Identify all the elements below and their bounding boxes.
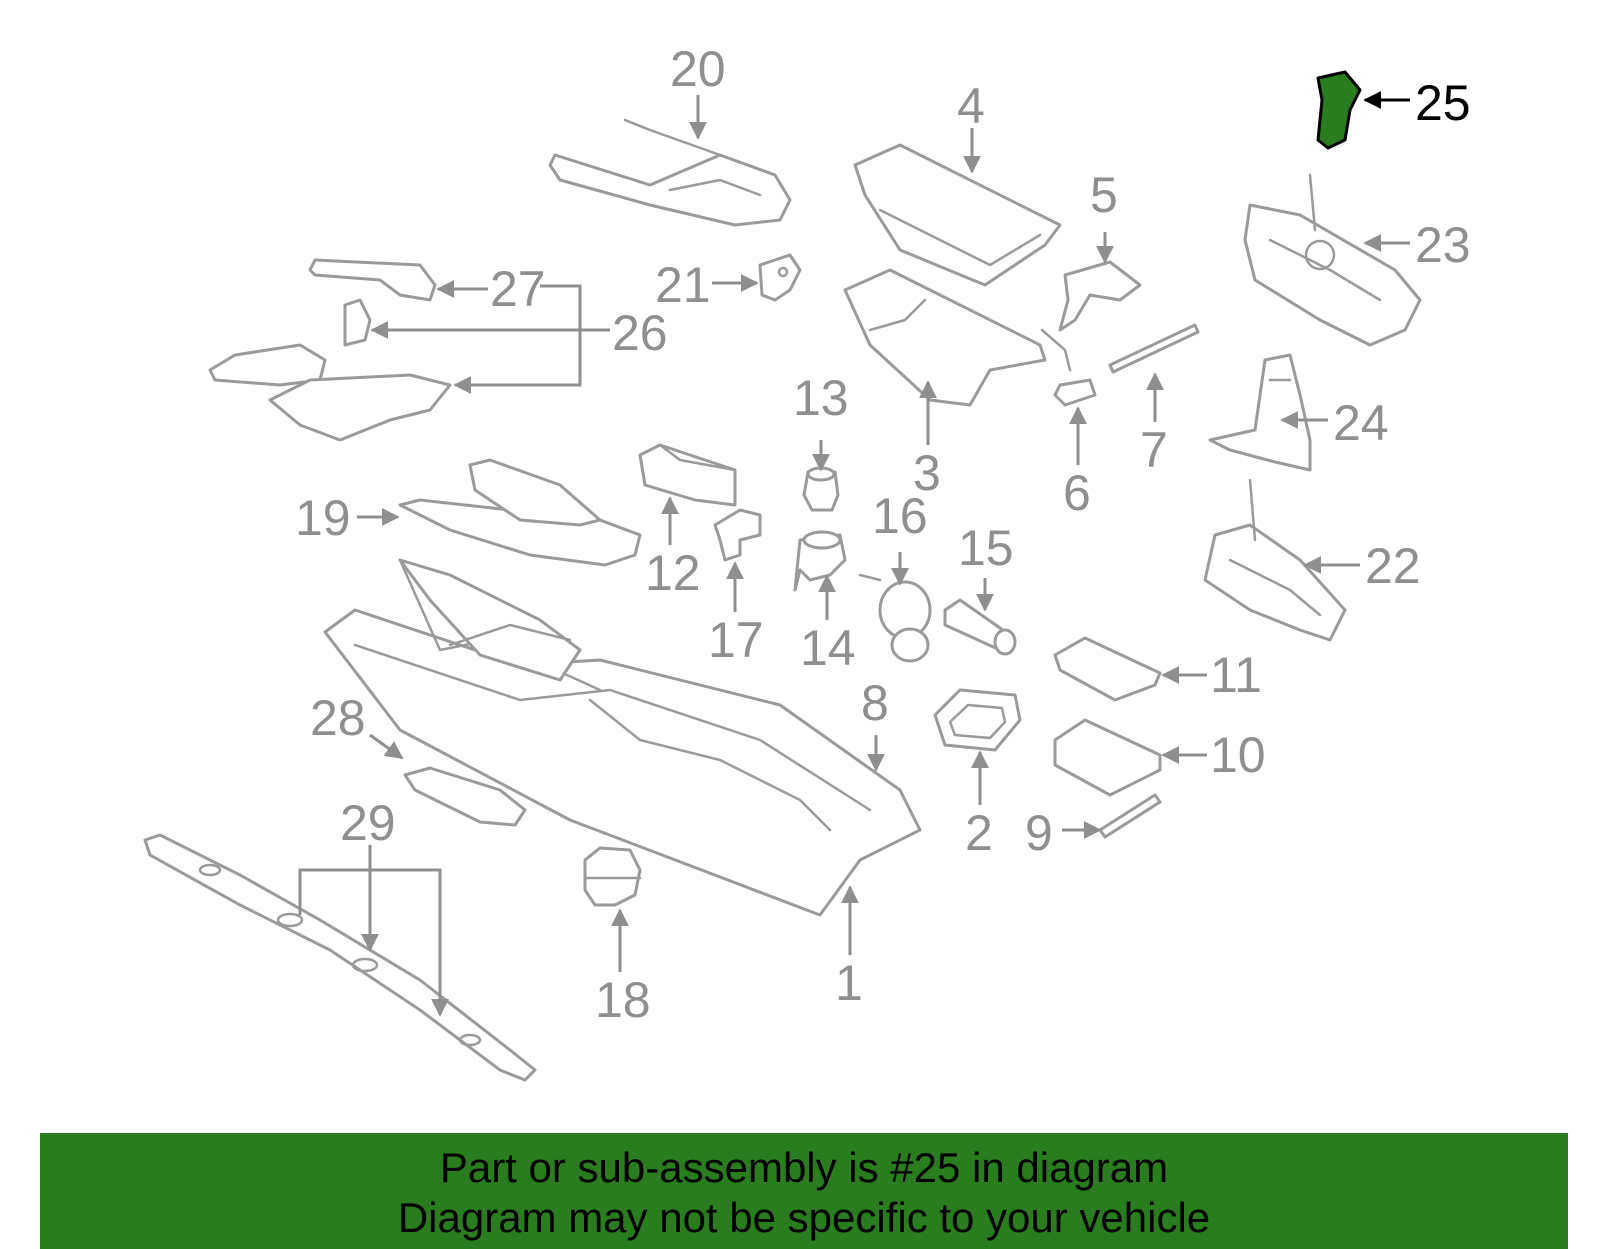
part-13-socket bbox=[802, 466, 840, 512]
part-18-switch bbox=[583, 846, 642, 907]
callout-7: 7 bbox=[1140, 422, 1168, 478]
part-27-handbrake-trim bbox=[308, 258, 437, 302]
part-6-clip bbox=[1040, 328, 1097, 407]
part-3-armrest-base bbox=[843, 268, 1047, 407]
part-12-storage-box bbox=[638, 443, 737, 507]
part-4-armrest-lid bbox=[853, 143, 1062, 287]
part-25-shift-knob bbox=[1316, 70, 1362, 150]
callout-10: 10 bbox=[1210, 727, 1266, 783]
callout-6: 6 bbox=[1063, 465, 1091, 521]
part-14-socket-housing bbox=[793, 530, 847, 592]
callout-23: 23 bbox=[1415, 217, 1471, 273]
part-1-center-console bbox=[323, 558, 922, 917]
callout-19: 19 bbox=[295, 490, 351, 546]
callout-12: 12 bbox=[645, 545, 701, 601]
callout-18: 18 bbox=[595, 972, 651, 1028]
callout-24: 24 bbox=[1333, 395, 1389, 451]
callout-26: 26 bbox=[612, 305, 668, 361]
part-7-trim-strip bbox=[1108, 323, 1200, 374]
part-15-cigarette-lighter bbox=[943, 598, 1017, 656]
part-23-shifter-mechanism bbox=[1243, 173, 1422, 347]
part-19-trim-panel bbox=[398, 458, 642, 567]
callout-13: 13 bbox=[793, 370, 849, 426]
part-24-shift-boot bbox=[1208, 353, 1312, 472]
part-20-trim-panel bbox=[548, 118, 792, 227]
callout-3: 3 bbox=[913, 445, 941, 501]
info-banner: Part or sub-assembly is #25 in diagram D… bbox=[40, 1133, 1568, 1249]
callout-21: 21 bbox=[655, 257, 711, 313]
callout-16: 16 bbox=[872, 488, 928, 544]
callout-9: 9 bbox=[1025, 805, 1053, 861]
leader-lines bbox=[298, 91, 1410, 1017]
part-2-tray bbox=[933, 688, 1022, 752]
callout-15: 15 bbox=[958, 520, 1014, 576]
part-5-bracket bbox=[1058, 260, 1142, 332]
callout-5: 5 bbox=[1090, 167, 1118, 223]
callout-labels: 1 2 3 4 5 6 7 8 9 10 11 12 13 14 15 16 1… bbox=[295, 41, 1471, 1028]
callout-4: 4 bbox=[957, 78, 985, 134]
part-21-clip bbox=[758, 253, 802, 302]
callout-28: 28 bbox=[310, 690, 366, 746]
callout-29: 29 bbox=[340, 795, 396, 851]
callout-1: 1 bbox=[835, 955, 863, 1011]
callout-2: 2 bbox=[965, 805, 993, 861]
part-22-shifter-base bbox=[1203, 478, 1347, 642]
part-11-mat bbox=[1053, 636, 1162, 702]
part-28-trim-piece bbox=[403, 766, 527, 827]
callout-25: 25 bbox=[1415, 75, 1471, 131]
callout-27: 27 bbox=[490, 261, 546, 317]
part-17-switch bbox=[713, 508, 762, 562]
part-9-trim-strip bbox=[1098, 793, 1162, 839]
banner-disclaimer: Diagram may not be specific to your vehi… bbox=[397, 1194, 1211, 1241]
callout-17: 17 bbox=[708, 612, 764, 668]
part-26-handbrake-assembly bbox=[208, 298, 452, 442]
callout-14: 14 bbox=[800, 620, 856, 676]
callout-20: 20 bbox=[670, 41, 726, 97]
part-10-panel bbox=[1053, 718, 1162, 797]
part-29-rail bbox=[143, 833, 537, 1082]
callout-8: 8 bbox=[861, 675, 889, 731]
banner-part-note: Part or sub-assembly is #25 in diagram bbox=[439, 1144, 1169, 1191]
callout-22: 22 bbox=[1365, 538, 1421, 594]
part-16-cap bbox=[858, 573, 932, 663]
callout-11: 11 bbox=[1210, 647, 1262, 703]
